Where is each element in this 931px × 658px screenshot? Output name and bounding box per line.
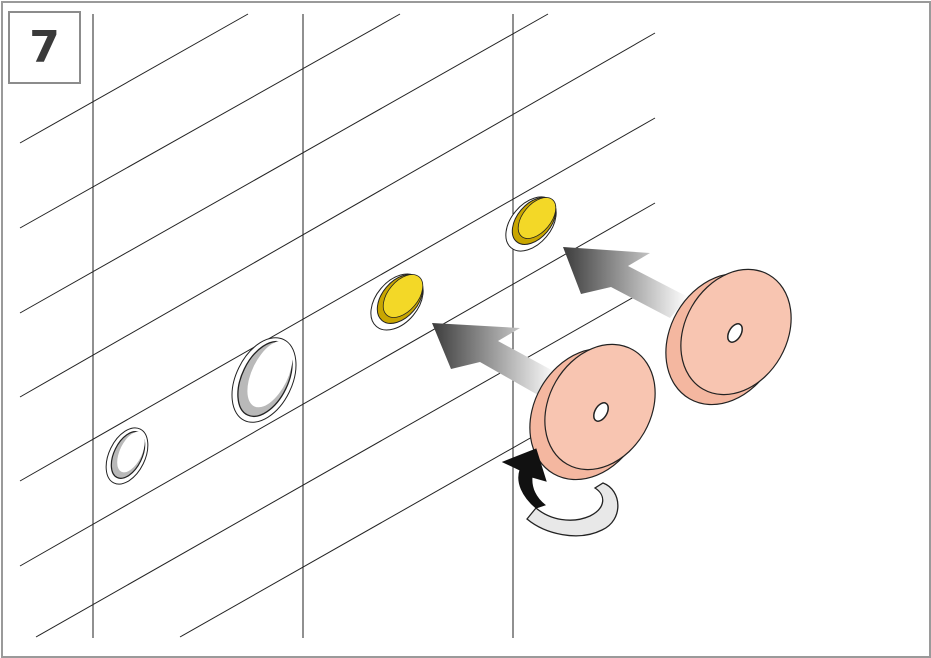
yellow-cap-lower [370, 273, 424, 331]
wall-diagonal-line [19, 202, 656, 567]
yellow-cap-upper [505, 196, 557, 252]
wall-vertical-lines [92, 14, 514, 638]
rotation-arrow [501, 448, 619, 537]
washer-right [665, 268, 792, 406]
wall-diagonal-line [19, 13, 249, 144]
wall-diagonal-line [35, 284, 656, 638]
step-number: 7 [29, 21, 60, 73]
washer-left [529, 343, 656, 481]
wall-diagonal-line [19, 13, 401, 229]
wall-diagonal-line [19, 13, 549, 314]
wall-diagonal-lines [19, 13, 656, 638]
large-wall-hole [231, 337, 297, 423]
step-number-box: 7 [8, 11, 81, 84]
small-wall-hole [105, 427, 149, 485]
wall-diagonal-line [179, 419, 563, 638]
wall-diagonal-line [19, 32, 656, 398]
insert-arrow-lower [432, 323, 557, 395]
wall-diagonal-line [19, 117, 656, 482]
insert-arrow-upper [563, 247, 688, 318]
